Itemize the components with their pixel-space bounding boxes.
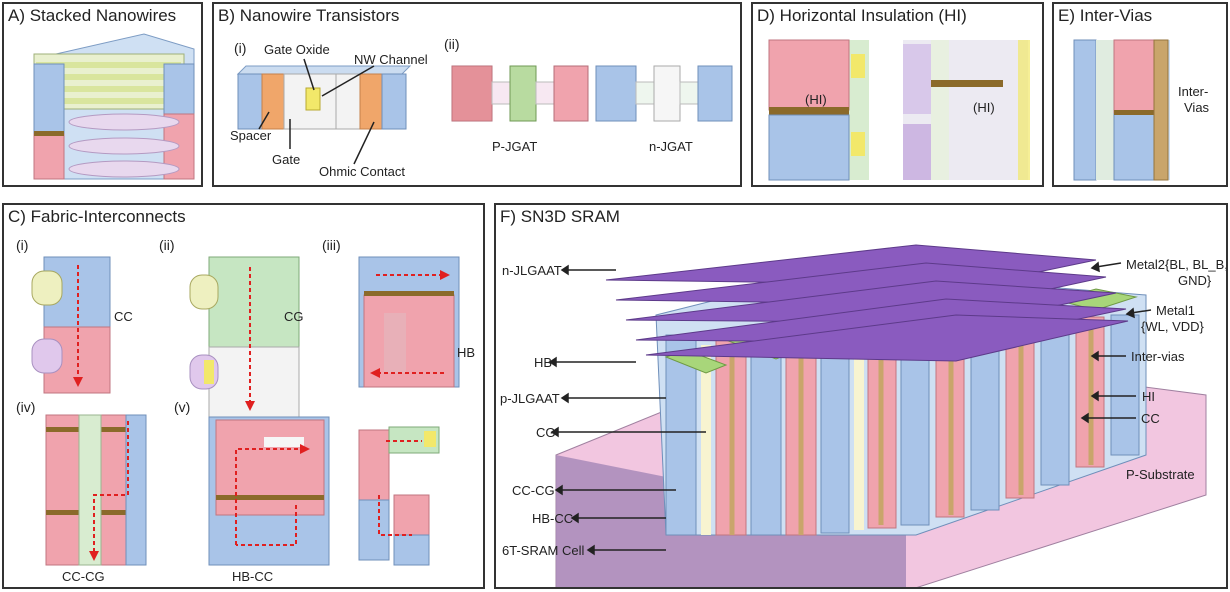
panel-f-title: F) SN3D SRAM (500, 207, 620, 226)
f-label-metal2: Metal2{BL, BL_B, (1126, 257, 1228, 272)
panel-d-title: D) Horizontal Insulation (HI) (757, 6, 967, 25)
panel-b-sub-ii: (ii) (444, 36, 460, 52)
label-cg: CG (284, 309, 304, 324)
panel-b-title: B) Nanowire Transistors (218, 6, 400, 25)
transistor-illustrations (236, 58, 733, 165)
label-hb: HB (457, 345, 476, 360)
panel-e-inter-vias: E) Inter-Vias Inter- Vias (1052, 2, 1228, 187)
label-ohmic-contact: Ohmic Contact (319, 164, 405, 179)
fabric-interconnects-illustration (31, 256, 460, 566)
f-label-metal1-wl-vdd: {WL, VDD} (1141, 319, 1204, 334)
panel-c-sub-iv: (iv) (16, 399, 36, 415)
f-label-metal2-gnd: GND} (1178, 273, 1212, 288)
label-nw-channel: NW Channel (354, 52, 428, 67)
f-label-inter-vias: Inter-vias (1131, 349, 1185, 364)
panel-f-sn3d-sram: F) SN3D SRAM (494, 203, 1228, 589)
panel-a-stacked-nanowires: A) Stacked Nanowires (2, 2, 203, 187)
label-hi-left: (HI) (805, 92, 827, 107)
f-label-hb-cc: HB-CC (532, 511, 574, 526)
panel-c-fabric-interconnects: C) Fabric-Interconnects (i) (ii) (iii) (… (2, 203, 485, 589)
panel-b-nanowire-transistors: B) Nanowire Transistors (i) (ii) Gate Ox… (212, 2, 742, 187)
panel-b-sub-i: (i) (234, 40, 247, 56)
label-hb-cc: HB-CC (232, 569, 274, 584)
f-label-hi: HI (1142, 389, 1155, 404)
sn3d-label-arrows (548, 261, 1152, 556)
panel-a-title: A) Stacked Nanowires (8, 6, 177, 25)
stacked-nanowires-illustration (33, 33, 195, 180)
panel-c-sub-v: (v) (174, 399, 191, 415)
f-label-metal1: Metal1 (1156, 303, 1196, 318)
inter-vias-illustration (1073, 39, 1170, 181)
label-p-jgat: P-JGAT (492, 139, 538, 154)
horizontal-insulation-illustration (768, 39, 1030, 181)
label-spacer: Spacer (230, 128, 272, 143)
panel-e-title: E) Inter-Vias (1058, 6, 1153, 25)
f-label-p-jlgaat: p-JLGAAT (500, 391, 560, 406)
label-n-jgat: n-JGAT (649, 139, 693, 154)
label-inter: Inter- (1178, 84, 1209, 99)
label-gate: Gate (272, 152, 301, 167)
panel-c-title: C) Fabric-Interconnects (8, 207, 186, 226)
panel-c-sub-i: (i) (16, 237, 29, 253)
f-label-cc: CC (1141, 411, 1160, 426)
panel-c-sub-iii: (iii) (322, 237, 341, 253)
f-label-cg: CG (536, 425, 556, 440)
label-cc-cg: CC-CG (62, 569, 105, 584)
f-label-p-substrate: P-Substrate (1126, 467, 1195, 482)
f-label-cc-cg: CC-CG (512, 483, 555, 498)
f-label-hb: HB (534, 355, 553, 370)
label-cc: CC (114, 309, 133, 324)
f-label-n-jlgaat: n-JLGAAT (502, 263, 562, 278)
sn3d-sram-illustration (555, 244, 1207, 587)
panel-c-sub-ii: (ii) (159, 237, 175, 253)
f-label-6t-sram-cell: 6T-SRAM Cell (502, 543, 585, 558)
label-vias: Vias (1184, 100, 1210, 115)
label-hi-right: (HI) (973, 100, 995, 115)
label-gate-oxide: Gate Oxide (264, 42, 330, 57)
panel-d-horizontal-insulation: D) Horizontal Insulation (HI) (HI) (HI) (751, 2, 1044, 187)
